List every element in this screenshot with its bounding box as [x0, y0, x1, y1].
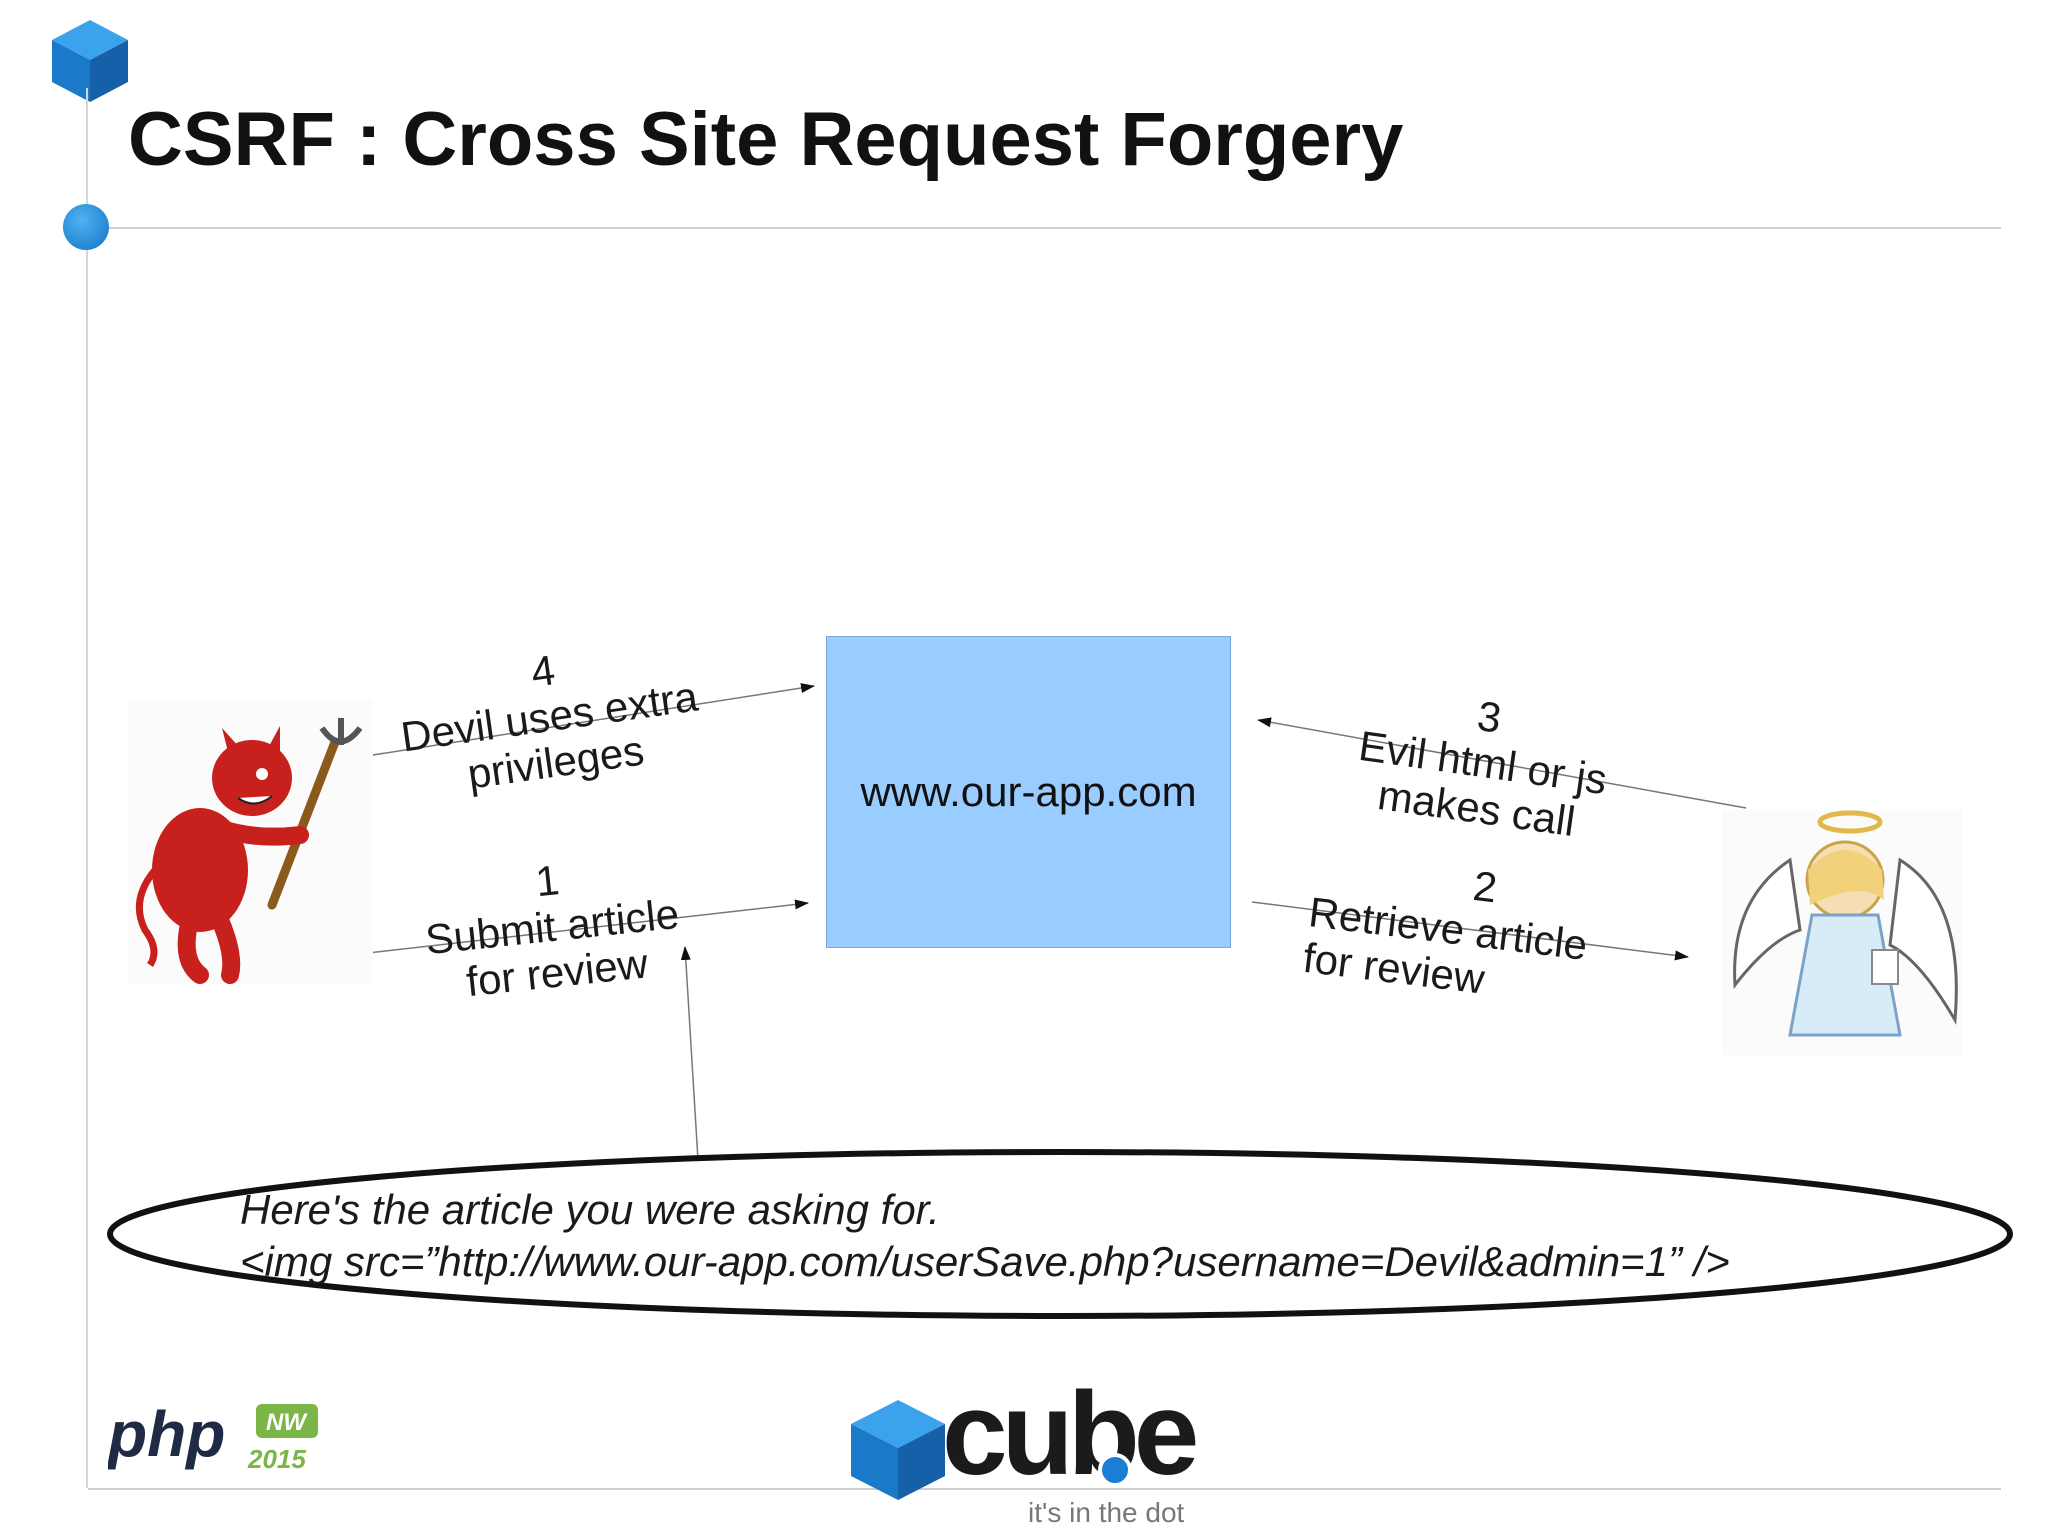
devil-icon: [128, 700, 373, 985]
arrow-step-1: [332, 899, 809, 958]
arrow-step-4: [359, 683, 815, 758]
step-1-label: 1 Submit article for review: [418, 845, 685, 1009]
phpnw-logo-text: php: [108, 1398, 225, 1470]
cube-logo-icon: cube it's in the dot: [851, 1368, 1202, 1528]
phpnw-badge-text: NW: [266, 1409, 308, 1436]
cube-logo: cube it's in the dot: [850, 1352, 1310, 1537]
title-dot-icon: [63, 204, 109, 250]
payload-text: Here's the article you were asking for. …: [240, 1184, 1730, 1288]
footer-rule: [88, 1488, 2001, 1490]
arrow-step-3: [1257, 717, 1747, 809]
phpnw-logo-icon: php NW 2015: [106, 1398, 318, 1474]
arrow-payload: [680, 946, 699, 1161]
cube-logo-text: cube: [942, 1368, 1196, 1500]
left-rule: [86, 88, 88, 1488]
angel-icon: [1722, 810, 1962, 1055]
corner-cube-icon: [52, 20, 128, 102]
title-rule: [88, 227, 2001, 229]
arrow-step-2: [1251, 901, 1689, 961]
slide-title: CSRF : Cross Site Request Forgery: [128, 97, 1404, 182]
payload-line-1: Here's the article you were asking for.: [240, 1186, 940, 1233]
cube-tagline: it's in the dot: [1028, 1497, 1185, 1528]
phpnw-logo: php NW 2015: [106, 1396, 338, 1481]
payload-line-2: <img src=”http://www.our-app.com/userSav…: [240, 1238, 1730, 1285]
payload-ellipse: [107, 1149, 2013, 1319]
server-label: www.our-app.com: [860, 768, 1197, 815]
phpnw-year: 2015: [247, 1444, 306, 1474]
server-box: www.our-app.com: [826, 636, 1231, 948]
